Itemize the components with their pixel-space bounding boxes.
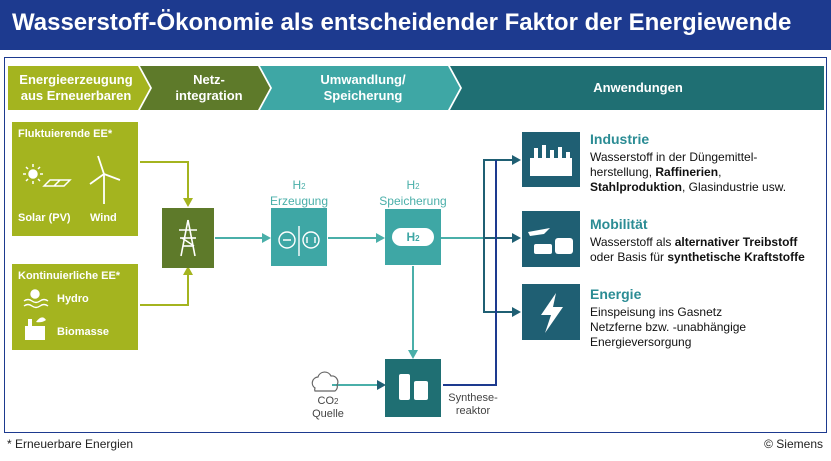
footnote: * Erneuerbare Energien [7,437,134,451]
arrow-head [377,380,386,390]
industry-description: Wasserstoff in der Düngemittel-herstellu… [590,150,786,195]
lightning-icon [541,293,563,333]
hydro-icon [23,289,49,309]
description-line: Energieversorgung [590,335,692,349]
continuous-icons [23,289,49,340]
description-line: Wasserstoff in der Düngemittel- [590,150,758,164]
stage-chevron-applications [450,66,824,110]
reactor-connectors [443,160,497,386]
synthesis-reactor-label: Synthese-reaktor [448,392,498,417]
stage-chevron-conversion [260,66,460,110]
solar-icon [23,164,72,187]
solar-label: Solar (PV) [18,212,71,224]
continuous-sources-box: Kontinuierliche EE* Hydro Biomasse [12,264,138,350]
source-connectors [140,161,189,306]
synthesis-reactor-node [385,359,441,417]
wind-turbine-icon [89,155,121,204]
wind-label: Wind [90,212,117,224]
h2-storage-label: H2 Speicherung [379,178,447,208]
diagram-frame [4,57,827,433]
arrow-head [512,233,521,243]
mobility-title: Mobilität [590,216,648,232]
sources-icons [23,155,121,204]
page-title: Wasserstoff-Ökonomie als entscheidender … [12,9,792,36]
power-pylon-icon [179,219,197,257]
stage-chevron-grid [140,66,270,110]
storage-tank-icon [392,228,434,246]
factory-icon [530,145,572,176]
title-bar: Wasserstoff-Ökonomie als entscheidender … [0,0,831,50]
description-line: Einspeisung ins Gasnetz [590,305,723,319]
process-connectors [215,237,484,386]
electrolyzer-icon [278,226,320,256]
biomass-icon [25,317,46,340]
h2-production-label: H2 Erzeugung [269,178,329,208]
vehicles-icon [528,228,573,254]
stage-label-grid: Netz-integration [175,72,243,103]
arrow-head [183,266,193,275]
arrow-head [512,307,521,317]
co2-cloud-icon [311,371,339,392]
energy-title: Energie [590,286,642,302]
description-line: Wasserstoff als alternativer Treibstoff [590,235,798,249]
arrow-head [262,233,271,243]
arrow-head [183,198,193,207]
co2-source-label: CO2 Quelle [312,395,344,420]
h2-tank-badge: H2 [406,230,420,244]
stage-chevron-generation [8,66,150,110]
copyright: © Siemens [764,437,823,451]
description-line: oder Basis für synthetische Kraftstoffe [590,250,805,264]
application-connectors [483,159,514,313]
stage-label-conversion: Umwandlung/Speicherung [320,72,406,103]
reactor-tanks-icon [399,374,428,400]
industry-title: Industrie [590,131,650,147]
fluctuating-header: Fluktuierende EE* [18,128,113,140]
hydro-label: Hydro [57,293,89,305]
description-line: Stahlproduktion, Glasindustrie usw. [590,180,787,194]
description-line: herstellung, Raffinerien, [590,165,722,179]
arrow-head [408,350,418,359]
arrow-head [512,155,521,165]
fluctuating-sources-box: Fluktuierende EE* Solar (PV) Wind [12,122,138,236]
stage-label-applications: Anwendungen [593,80,683,95]
biomass-label: Biomasse [57,326,109,338]
arrow-head [376,233,385,243]
description-line: Netzferne bzw. -unabhängige [590,320,747,334]
continuous-header: Kontinuierliche EE* [18,270,121,282]
